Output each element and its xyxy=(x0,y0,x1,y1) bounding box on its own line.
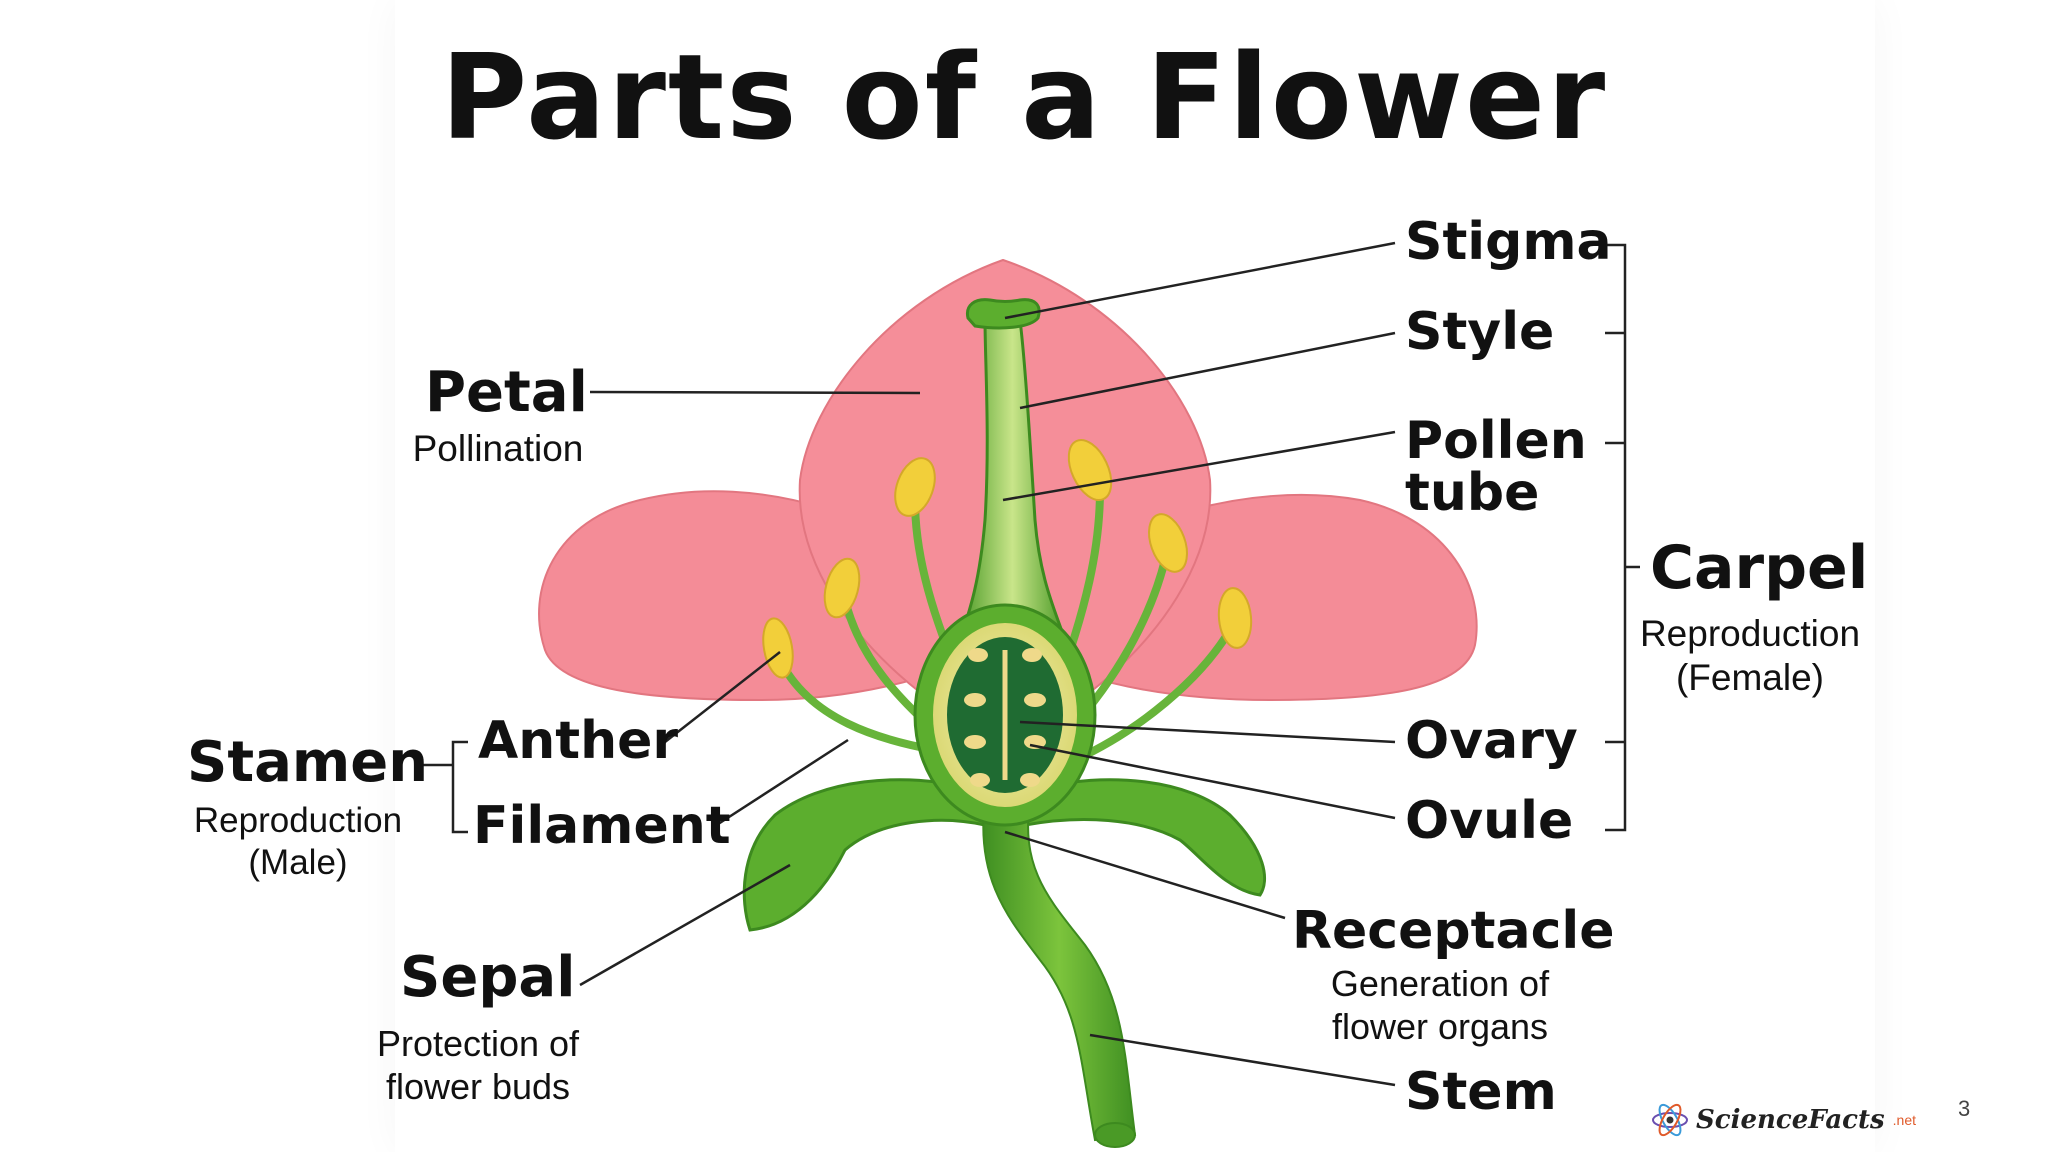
stem xyxy=(982,799,1137,1142)
sepal-right xyxy=(1023,778,1267,897)
atom-icon xyxy=(1652,1103,1688,1137)
anther xyxy=(1148,513,1188,573)
ovule xyxy=(1020,773,1040,787)
label-anther: Anther xyxy=(478,711,679,771)
sepal-left xyxy=(742,778,987,932)
leader-lines xyxy=(418,241,1640,1087)
label-style: Style xyxy=(1405,302,1555,362)
leader-pollen-tube xyxy=(1002,430,1396,502)
label-ovule: Ovule xyxy=(1405,791,1574,851)
label-stem: Stem xyxy=(1405,1062,1557,1122)
anther xyxy=(894,457,936,517)
leader-stigma xyxy=(1004,241,1396,320)
diagram-title: Parts of a Flower xyxy=(440,28,1608,166)
logo-suffix: .net xyxy=(1892,1112,1917,1128)
leader-ovary xyxy=(1019,720,1396,744)
ovule xyxy=(968,648,988,662)
leader-anther xyxy=(664,651,781,743)
ovary xyxy=(913,603,1097,827)
label-petal-desc: Pollination xyxy=(412,428,584,469)
ovule xyxy=(964,735,986,749)
label-stigma: Stigma xyxy=(1405,212,1612,272)
anther xyxy=(762,617,794,679)
stigma xyxy=(965,298,1041,330)
label-carpel: Carpel xyxy=(1650,533,1869,603)
leader-filament xyxy=(711,738,849,830)
label-sepal-desc: Protection of flower buds xyxy=(376,1023,580,1108)
ovule xyxy=(970,773,990,787)
anther xyxy=(823,557,861,619)
label-petal: Petal xyxy=(425,360,588,425)
ovule xyxy=(1022,648,1042,662)
label-carpel-desc: Reproduction (Female) xyxy=(1639,613,1861,699)
label-receptacle: Receptacle xyxy=(1292,901,1615,961)
leader-receptacle xyxy=(1004,830,1286,920)
leader-petal xyxy=(589,390,921,395)
logo-text: ScienceFacts xyxy=(1696,1105,1885,1135)
sciencefacts-logo: ScienceFacts .net xyxy=(1650,1100,1916,1140)
ovule xyxy=(1024,693,1046,707)
ovules xyxy=(964,648,1046,787)
filament xyxy=(776,656,939,754)
filament xyxy=(1071,626,1234,764)
carpel-bracket xyxy=(1605,243,1627,832)
ovule xyxy=(964,693,986,707)
page-number: 3 xyxy=(1958,1096,1971,1121)
leader-sepal xyxy=(579,863,791,987)
anther xyxy=(1217,587,1253,649)
ovule xyxy=(1024,735,1046,749)
label-stamen: Stamen xyxy=(187,730,429,795)
label-stamen-desc: Reproduction (Male) xyxy=(193,801,403,882)
leader-ovule xyxy=(1029,743,1396,820)
label-sepal: Sepal xyxy=(400,945,576,1010)
anther xyxy=(1067,439,1113,501)
label-filament: Filament xyxy=(473,796,731,856)
sepals xyxy=(742,778,1267,932)
leader-style xyxy=(1019,331,1396,410)
label-ovary: Ovary xyxy=(1405,711,1578,771)
stamen-bracket xyxy=(451,740,468,834)
stem-end xyxy=(1094,1122,1136,1148)
label-receptacle-desc: Generation of flower organs xyxy=(1330,963,1550,1048)
leader-stem xyxy=(1089,1033,1396,1087)
label-pollen-tube: Pollen tube xyxy=(1405,411,1587,523)
